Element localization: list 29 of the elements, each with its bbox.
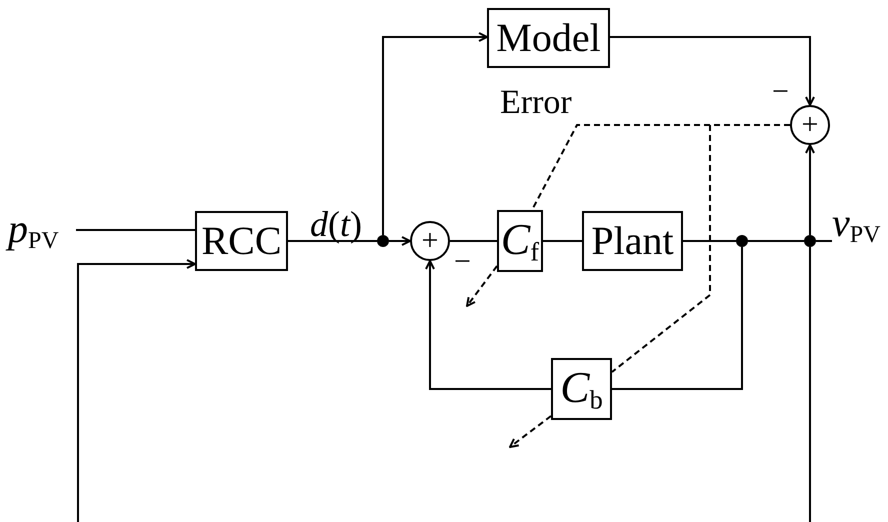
plus-sign: +: [422, 226, 438, 256]
junction-dot: [736, 235, 748, 247]
minus-sign: −: [454, 247, 471, 277]
signal-label: p$_{PV}$: [8, 210, 76, 252]
junction-dot: [377, 235, 389, 247]
arrow: [382, 32, 488, 235]
block-box: [582, 211, 683, 271]
arrow: [425, 260, 551, 390]
junction-dot: [804, 235, 816, 247]
arrow: [610, 36, 815, 106]
block-box: [487, 8, 610, 68]
arrow: [805, 144, 815, 235]
dashed-connector: [611, 124, 790, 373]
adaptation-arrow: [466, 265, 498, 307]
block-label: RCC: [201, 221, 282, 261]
arrow: [77, 259, 196, 522]
block-label: Plant: [591, 221, 674, 261]
edge-label: Error: [500, 86, 572, 120]
block-box: [195, 211, 288, 271]
block-label: C$_{b}$: [560, 366, 603, 412]
block-label: Model: [496, 18, 601, 58]
adaptation-arrow: [509, 415, 552, 448]
minus-sign: −: [772, 77, 789, 107]
signal-label: v$_{PV}$: [832, 204, 886, 246]
block-box: [551, 358, 612, 420]
block-box: [497, 210, 543, 272]
block-label: C$_{f}$: [500, 218, 540, 264]
arrow: [389, 236, 411, 246]
plus-sign: +: [802, 110, 818, 140]
